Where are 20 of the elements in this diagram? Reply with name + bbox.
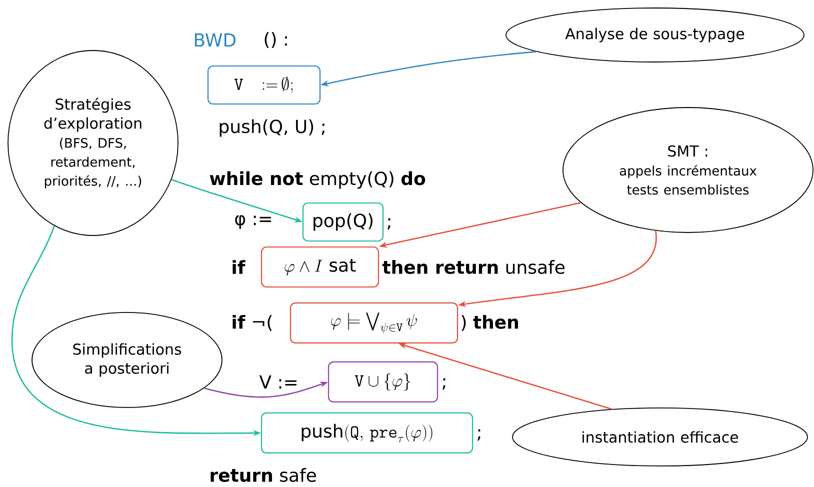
pseudocode-text: then return unsafe [382, 260, 565, 274]
pseudocode-text: push(Q, U) ; [220, 119, 324, 137]
pseudocode-text: return safe [210, 468, 316, 482]
highlight-box: $\mathtt{V}\quad{:=}\,\emptyset;$ [207, 65, 321, 105]
pseudocode-text: V := [259, 375, 296, 389]
highlight-box: $\mathtt{V} \cup \{\varphi\}$ [328, 361, 438, 403]
highlight-box: $\varphi \wedge I\ \mathrm{sat}$ [260, 246, 380, 288]
pseudocode-text: while not empty(Q) do [210, 171, 426, 189]
pseudocode-text: φ := [235, 215, 272, 229]
pseudocode-text: ; [442, 378, 446, 390]
highlight-box: $\varphi \models \bigvee_{\psi\in\mathtt{V}} \psi$ [290, 302, 458, 344]
pseudocode-text: if ¬( [232, 314, 272, 331]
highlight-box: $\mathrm{push}(\mathtt{Q},\, \mathtt{pre}_{\tau}(\varphi))$ [260, 412, 474, 454]
pseudocode-text: ) then [462, 314, 518, 331]
pseudocode-text: if [232, 260, 246, 274]
function-name: BWD [194, 33, 236, 47]
pseudocode-text: () : [264, 32, 287, 48]
pseudocode-text: ; [388, 218, 390, 230]
highlight-box: pop(Q) [302, 202, 384, 242]
pseudocode-text: ; [478, 429, 480, 441]
